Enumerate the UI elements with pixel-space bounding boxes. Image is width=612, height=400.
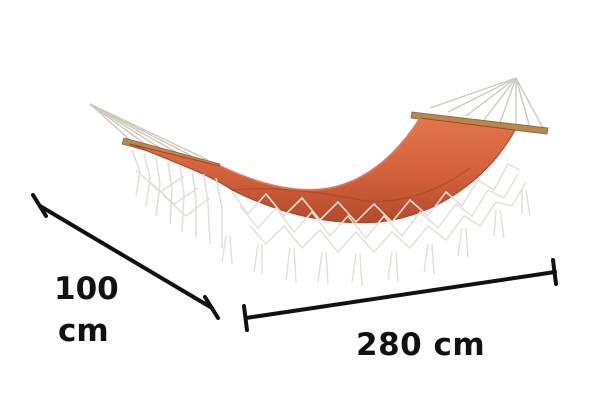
width-dimension-label: 280 cm xyxy=(356,327,486,363)
left-fringe xyxy=(131,149,223,248)
left-suspension-ropes xyxy=(89,103,209,161)
fringe-tassels xyxy=(221,189,531,287)
right-spreader-bar xyxy=(410,111,549,135)
depth-dimension-line xyxy=(31,193,220,320)
fabric-fold xyxy=(231,167,471,202)
depth-dimension-unit: cm xyxy=(58,313,109,349)
fabric-edge-highlight xyxy=(219,117,421,191)
width-dimension-line xyxy=(242,258,558,332)
main-fringe xyxy=(231,162,527,254)
right-suspension-ropes xyxy=(429,77,545,131)
depth-dimension-value: 100 xyxy=(54,271,119,307)
hammock-fabric xyxy=(129,117,516,224)
